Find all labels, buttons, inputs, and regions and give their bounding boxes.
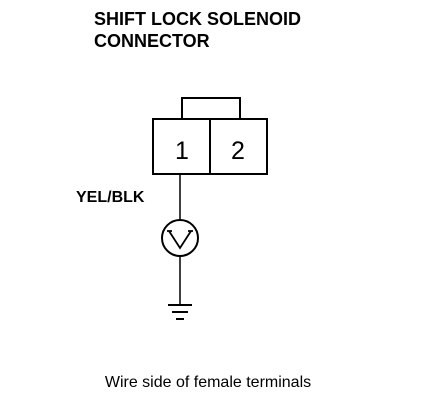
connector-lock-tab [181,97,241,119]
pin-1-label: 1 [175,137,189,165]
connector [152,97,268,175]
diagram-title-line2: CONNECTOR [94,31,210,51]
ground-icon [168,304,192,320]
wire-color-label: YEL/BLK [76,189,145,206]
pin-2-label: 2 [231,137,245,165]
voltmeter-icon [161,219,199,257]
diagram-caption: Wire side of female terminals [105,374,311,391]
diagram-title-line1: SHIFT LOCK SOLENOID [94,9,301,29]
voltmeter-v-symbol [167,230,193,250]
